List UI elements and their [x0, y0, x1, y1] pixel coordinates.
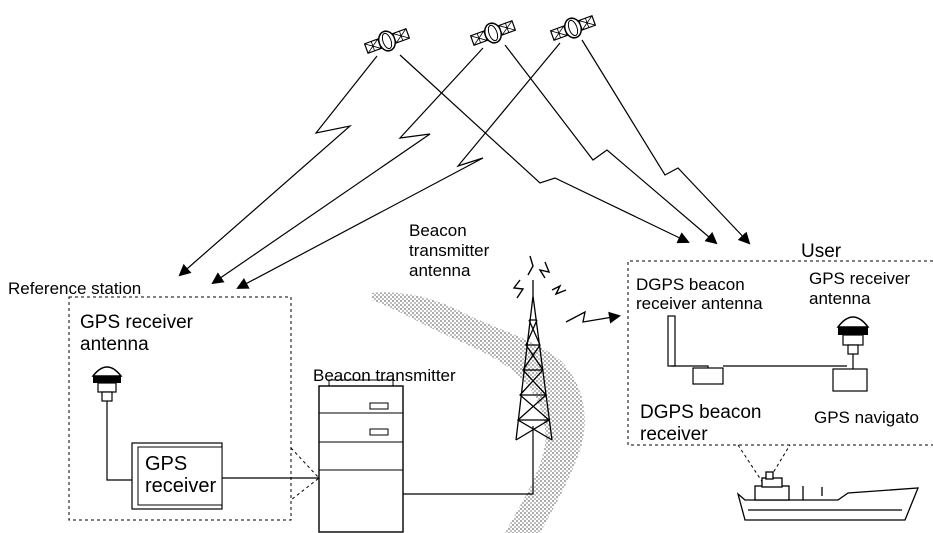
gps-antenna-icon — [836, 316, 870, 355]
satellite-icon — [363, 28, 411, 54]
signal-sat3-to-user — [581, 39, 751, 245]
reference-station-label: Reference station — [8, 279, 141, 298]
beacon-transmitter-antenna-label: Beacon transmitter antenna — [409, 221, 494, 280]
dgps-beacon-receiver-box — [692, 367, 724, 385]
signal-sat1-to-reference — [178, 55, 378, 277]
gps-receiver-antenna-label-left: GPS receiver antenna — [80, 312, 198, 355]
signal-sat3-to-reference — [236, 42, 561, 289]
ship-icon — [736, 471, 919, 521]
cable-transmitter-to-tower — [403, 426, 534, 495]
satellite-icon — [549, 15, 597, 41]
gps-receiver-antenna-label-right: GPS receiver antenna — [809, 269, 915, 308]
dgps-whip-antenna — [667, 315, 676, 367]
beacon-transmitter-cabinet — [318, 379, 404, 533]
whip-cable — [671, 365, 709, 368]
lightning-signal-icon — [512, 255, 567, 299]
gps-navigator-label: GPS navigato — [814, 408, 919, 427]
coastline — [372, 292, 585, 533]
gps-navigator-box — [832, 368, 868, 392]
beacon-signal-to-user — [565, 310, 621, 324]
dgps-beacon-receiver-antenna-label: DGPS beacon receiver antenna — [636, 275, 763, 313]
gps-receiver-box: GPS receiver — [131, 442, 223, 510]
beacon-transmitter-label: Beacon transmitter — [313, 366, 456, 385]
gps-antenna-icon — [91, 366, 123, 402]
signal-sat1-to-user — [399, 54, 690, 244]
reference-station-box — [68, 296, 292, 521]
antenna-cable-left — [106, 401, 132, 481]
user-label: User — [801, 241, 842, 262]
signal-sat2-to-user — [504, 44, 718, 245]
satellite-icon — [469, 20, 517, 46]
user-box — [627, 260, 933, 446]
transmitter-tower-icon — [515, 280, 553, 441]
svg-text:GPS receiver: GPS receiver — [145, 453, 216, 497]
dgps-beacon-receiver-label: DGPS beacon receiver — [640, 402, 767, 445]
reference-to-transmitter-dash — [290, 447, 320, 501]
